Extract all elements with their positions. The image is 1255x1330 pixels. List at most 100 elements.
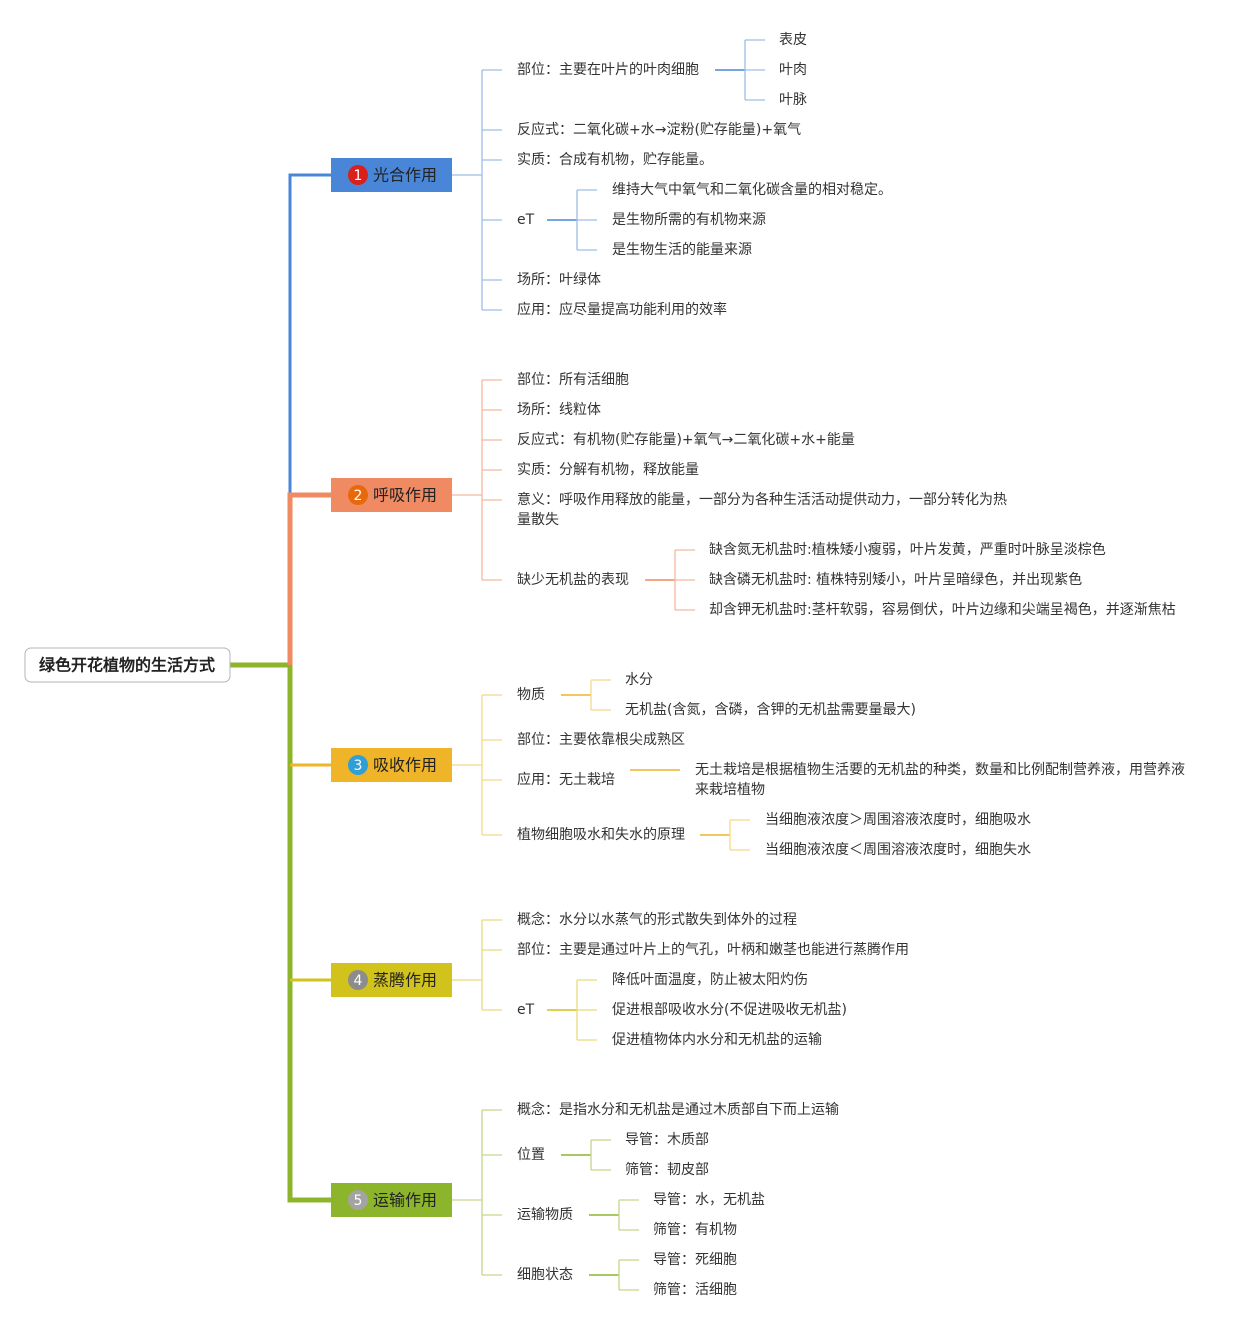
badge-number: 4 — [354, 973, 363, 989]
nodes: 绿色开花植物的生活方式 1 光合作用 部位：主要在叶片的叶肉细胞 表皮叶肉叶脉反应式：二… — [24, 32, 1185, 1298]
grandchild-node[interactable]: 导管：木质部 — [625, 1132, 709, 1148]
grandchild-node[interactable]: 当细胞液浓度＜周围溶液浓度时，细胞失水 — [765, 842, 1031, 858]
grandchild-label: 缺含氮无机盐时:植株矮小瘦弱，叶片发黄，严重时叶脉呈淡棕色 — [709, 541, 1106, 558]
grandchild-node[interactable]: 降低叶面温度，防止被太阳灼伤 — [612, 972, 808, 988]
child-label: 运输物质 — [517, 1207, 573, 1223]
child-node[interactable]: 应用：应尽量提高功能利用的效率 — [517, 301, 727, 318]
child-node[interactable]: 概念：是指水分和无机盐是通过木质部自下而上运输 — [517, 1101, 839, 1118]
grandchild-label: 无土栽培是根据植物生活要的无机盐的种类，数量和比例配制营养液，用营养液 — [695, 762, 1185, 778]
child-label: 部位：主要是通过叶片上的气孔，叶柄和嫩茎也能进行蒸腾作用 — [517, 941, 909, 958]
grandchild-node[interactable]: 维持大气中氧气和二氧化碳含量的相对稳定。 — [612, 182, 892, 198]
grandchild-label: 当细胞液浓度＜周围溶液浓度时，细胞失水 — [765, 842, 1031, 858]
grandchild-node[interactable]: 叶肉 — [779, 62, 807, 78]
child-label: eT — [517, 212, 535, 228]
child-node[interactable]: 部位：主要在叶片的叶肉细胞 — [517, 62, 699, 78]
child-label: 场所：叶绿体 — [517, 272, 601, 288]
child-node[interactable]: 概念：水分以水蒸气的形式散失到体外的过程 — [517, 911, 797, 928]
grandchild-label: 无机盐(含氮，含磷，含钾的无机盐需要量最大) — [625, 702, 916, 718]
child-node[interactable]: 运输物质 — [517, 1207, 573, 1223]
branch-connector — [287, 492, 331, 665]
grandchild-label-line2: 来栽培植物 — [695, 782, 765, 798]
grandchild-node[interactable]: 促进植物体内水分和无机盐的运输 — [612, 1032, 822, 1048]
child-label: 应用：无土栽培 — [517, 771, 615, 788]
child-node[interactable]: 场所：叶绿体 — [517, 272, 601, 288]
branch-node-photosynthesis[interactable]: 1 光合作用 — [331, 158, 452, 192]
child-label: 场所：线粒体 — [517, 402, 601, 418]
grandchild-node[interactable]: 导管：水，无机盐 — [653, 1192, 765, 1208]
branch-connector — [288, 173, 331, 665]
root-node[interactable]: 绿色开花植物的生活方式 — [24, 647, 231, 683]
grandchild-node[interactable]: 导管：死细胞 — [653, 1252, 737, 1268]
child-label: 部位：所有活细胞 — [517, 372, 629, 388]
grandchild-node[interactable]: 筛管：活细胞 — [653, 1282, 737, 1298]
grandchild-node[interactable]: 缺含氮无机盐时:植株矮小瘦弱，叶片发黄，严重时叶脉呈淡棕色 — [709, 541, 1106, 558]
grandchild-node[interactable]: 当细胞液浓度＞周围溶液浓度时，细胞吸水 — [765, 812, 1031, 828]
child-label: 实质：合成有机物，贮存能量。 — [517, 152, 713, 168]
child-label: 部位：主要在叶片的叶肉细胞 — [517, 62, 699, 78]
child-label: 实质：分解有机物，释放能量 — [517, 462, 699, 478]
child-node[interactable]: 部位：主要是通过叶片上的气孔，叶柄和嫩茎也能进行蒸腾作用 — [517, 941, 909, 958]
child-label: 意义：呼吸作用释放的能量，一部分为各种生活活动提供动力，一部分转化为热 — [517, 491, 1007, 508]
grandchild-label: 筛管：韧皮部 — [625, 1162, 709, 1178]
branch-node-respiration[interactable]: 2 呼吸作用 — [331, 478, 452, 512]
child-label: 反应式：二氧化碳+水→淀粉(贮存能量)+氧气 — [517, 121, 801, 138]
child-label: 概念：是指水分和无机盐是通过木质部自下而上运输 — [517, 1101, 839, 1118]
number-badge: 5 — [348, 1190, 368, 1210]
child-node[interactable]: 细胞状态 — [517, 1267, 573, 1283]
grandchild-label: 筛管：活细胞 — [653, 1282, 737, 1298]
grandchild-label: 导管：死细胞 — [653, 1252, 737, 1268]
child-label: 位置 — [517, 1147, 545, 1163]
child-node[interactable]: 反应式：二氧化碳+水→淀粉(贮存能量)+氧气 — [517, 121, 801, 138]
trunk-line — [230, 662, 331, 1203]
child-node[interactable]: 部位：所有活细胞 — [517, 372, 629, 388]
child-label: 概念：水分以水蒸气的形式散失到体外的过程 — [517, 911, 797, 928]
number-badge: 2 — [348, 485, 368, 505]
child-node[interactable]: 场所：线粒体 — [517, 402, 601, 418]
grandchild-label: 缺含磷无机盐时: 植株特别矮小，叶片呈暗绿色，并出现紫色 — [709, 571, 1082, 588]
child-node[interactable]: 位置 — [517, 1147, 545, 1163]
branch-label: 呼吸作用 — [373, 486, 437, 505]
grandchild-node[interactable]: 是生物所需的有机物来源 — [612, 212, 766, 228]
child-node[interactable]: 物质 — [517, 687, 545, 703]
child-node[interactable]: 植物细胞吸水和失水的原理 — [517, 827, 685, 843]
branch-label: 运输作用 — [373, 1191, 437, 1210]
child-label: 反应式：有机物(贮存能量)+氧气→二氧化碳+水+能量 — [517, 431, 855, 448]
grandchild-label: 维持大气中氧气和二氧化碳含量的相对稳定。 — [612, 182, 892, 198]
grandchild-label: 水分 — [625, 672, 653, 688]
child-label: 植物细胞吸水和失水的原理 — [517, 827, 685, 843]
badge-number: 3 — [354, 758, 363, 774]
grandchild-node[interactable]: 筛管：韧皮部 — [625, 1162, 709, 1178]
child-label: 部位：主要依靠根尖成熟区 — [517, 732, 685, 748]
grandchild-label: 是生物生活的能量来源 — [612, 242, 752, 258]
child-node[interactable]: eT — [517, 1002, 535, 1018]
grandchild-node[interactable]: 无机盐(含氮，含磷，含钾的无机盐需要量最大) — [625, 702, 916, 718]
grandchild-node[interactable]: 表皮 — [779, 32, 807, 48]
child-node[interactable]: 缺少无机盐的表现 — [517, 572, 629, 588]
grandchild-node[interactable]: 筛管：有机物 — [653, 1222, 737, 1238]
grandchild-node[interactable]: 是生物生活的能量来源 — [612, 242, 752, 258]
grandchild-label: 促进根部吸收水分(不促进吸收无机盐) — [612, 1002, 847, 1018]
number-badge: 1 — [348, 165, 368, 185]
child-node[interactable]: 应用：无土栽培 — [517, 771, 615, 788]
branch-node-transport[interactable]: 5 运输作用 — [331, 1183, 452, 1217]
grandchild-node[interactable]: 缺含磷无机盐时: 植株特别矮小，叶片呈暗绿色，并出现紫色 — [709, 571, 1082, 588]
grandchild-label: 是生物所需的有机物来源 — [612, 212, 766, 228]
grandchild-label: 叶肉 — [779, 62, 807, 78]
child-node[interactable]: 部位：主要依靠根尖成熟区 — [517, 732, 685, 748]
child-node[interactable]: eT — [517, 212, 535, 228]
grandchild-node[interactable]: 叶脉 — [779, 92, 807, 108]
child-node[interactable]: 实质：合成有机物，贮存能量。 — [517, 152, 713, 168]
branch-label: 光合作用 — [373, 166, 437, 185]
grandchild-node[interactable]: 却含钾无机盐时:茎杆软弱，容易倒伏，叶片边缘和尖端呈褐色，并逐渐焦枯 — [709, 601, 1176, 618]
grandchild-label: 降低叶面温度，防止被太阳灼伤 — [612, 972, 808, 988]
child-node[interactable]: 实质：分解有机物，释放能量 — [517, 462, 699, 478]
grandchild-node[interactable]: 促进根部吸收水分(不促进吸收无机盐) — [612, 1002, 847, 1018]
badge-number: 2 — [354, 488, 363, 504]
child-node[interactable]: 反应式：有机物(贮存能量)+氧气→二氧化碳+水+能量 — [517, 431, 855, 448]
grandchild-label: 表皮 — [779, 32, 807, 48]
grandchild-node[interactable]: 水分 — [625, 672, 653, 688]
